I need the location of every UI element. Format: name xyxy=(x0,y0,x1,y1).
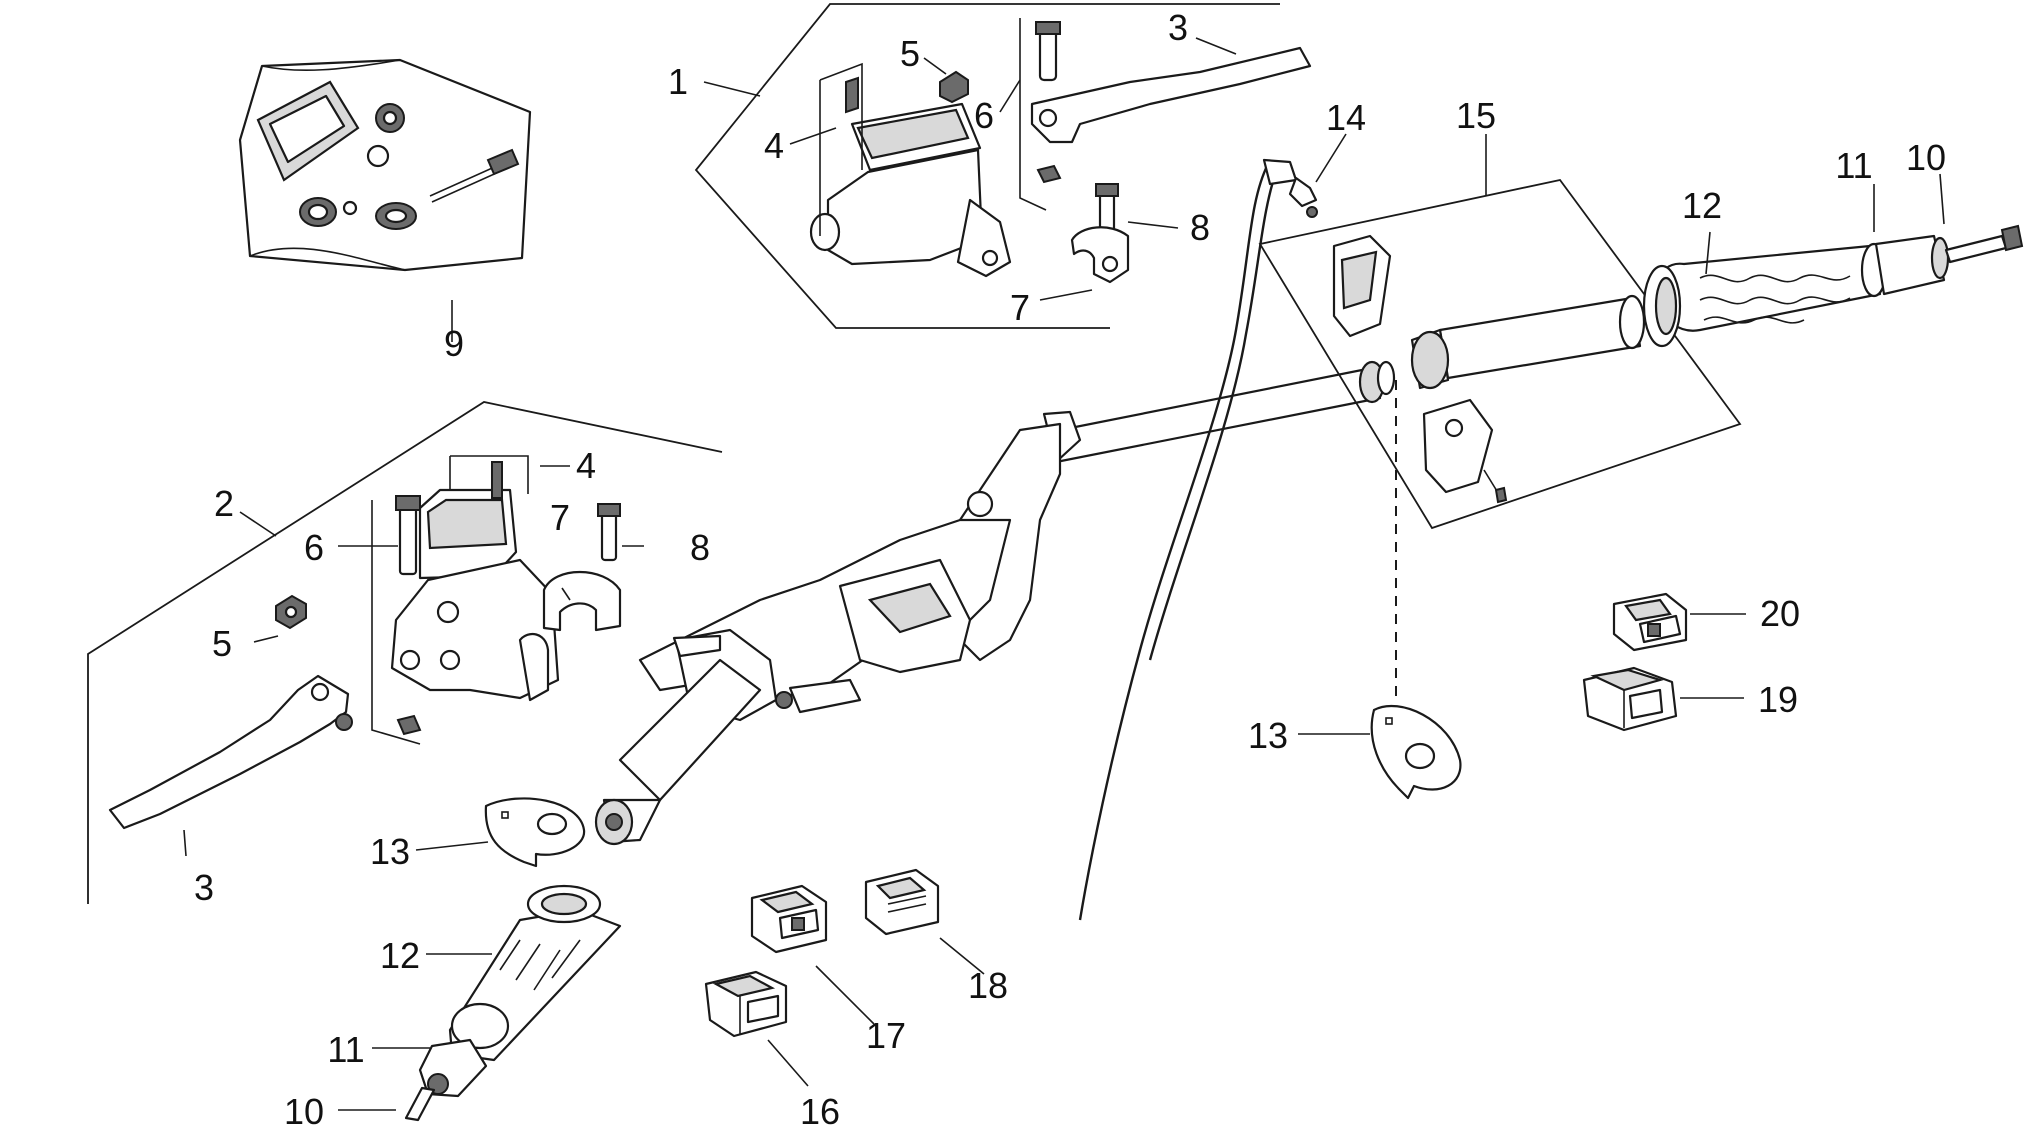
callout-14: 14 xyxy=(1326,97,1366,138)
callout-16: 16 xyxy=(800,1091,840,1132)
group-15-throttle-assembly xyxy=(1258,178,1742,700)
callout-2: 2 xyxy=(214,483,234,524)
part-20-switch xyxy=(1612,592,1688,652)
callout-7: 7 xyxy=(550,497,570,538)
callout-11: 11 xyxy=(327,1029,364,1070)
callout-6: 6 xyxy=(304,527,324,568)
callout-19: 19 xyxy=(1758,679,1798,720)
callout-15: 15 xyxy=(1456,95,1496,136)
callout-17: 17 xyxy=(866,1015,906,1056)
leader-lines xyxy=(183,37,1945,1111)
callout-13: 13 xyxy=(370,831,410,872)
part-16-switch xyxy=(704,970,788,1038)
callout-12: 12 xyxy=(1682,185,1722,226)
callout-5: 5 xyxy=(900,33,920,74)
callout-3: 3 xyxy=(194,867,214,908)
callout-1: 1 xyxy=(668,61,688,102)
callout-10: 10 xyxy=(284,1091,324,1132)
callout-9: 9 xyxy=(444,323,464,364)
handlebar-tube xyxy=(594,360,1396,846)
callout-12: 12 xyxy=(380,935,420,976)
callout-8: 8 xyxy=(1190,207,1210,248)
right-grip-assembly xyxy=(1642,224,2024,348)
callout-labels: 1 3 4 5 6 7 8 9 14 15 12 11 10 2 4 6 7 8… xyxy=(194,7,1946,1132)
callout-8: 8 xyxy=(690,527,710,568)
group-1-brake-master-cylinder-right xyxy=(694,3,1312,329)
callout-4: 4 xyxy=(576,445,596,486)
part-14-throttle-cable xyxy=(1078,158,1318,921)
part-9-spare-kit xyxy=(238,58,532,272)
callout-3: 3 xyxy=(1168,7,1188,48)
callout-11: 11 xyxy=(1835,145,1872,186)
callout-10: 10 xyxy=(1906,137,1946,178)
callout-18: 18 xyxy=(968,965,1008,1006)
callout-5: 5 xyxy=(212,623,232,664)
callout-7: 7 xyxy=(1010,287,1030,328)
part-18-switch xyxy=(864,868,940,936)
part-13-washer-left xyxy=(484,797,586,868)
part-19-switch xyxy=(1582,666,1678,732)
left-grip-assembly xyxy=(404,884,622,1122)
callout-4: 4 xyxy=(764,125,784,166)
part-13-washer-right xyxy=(1370,704,1462,800)
callout-20: 20 xyxy=(1760,593,1800,634)
part-17-switch xyxy=(750,884,828,954)
group-2-brake-master-cylinder-left xyxy=(87,401,723,904)
callout-13: 13 xyxy=(1248,715,1288,756)
callout-6: 6 xyxy=(974,95,994,136)
